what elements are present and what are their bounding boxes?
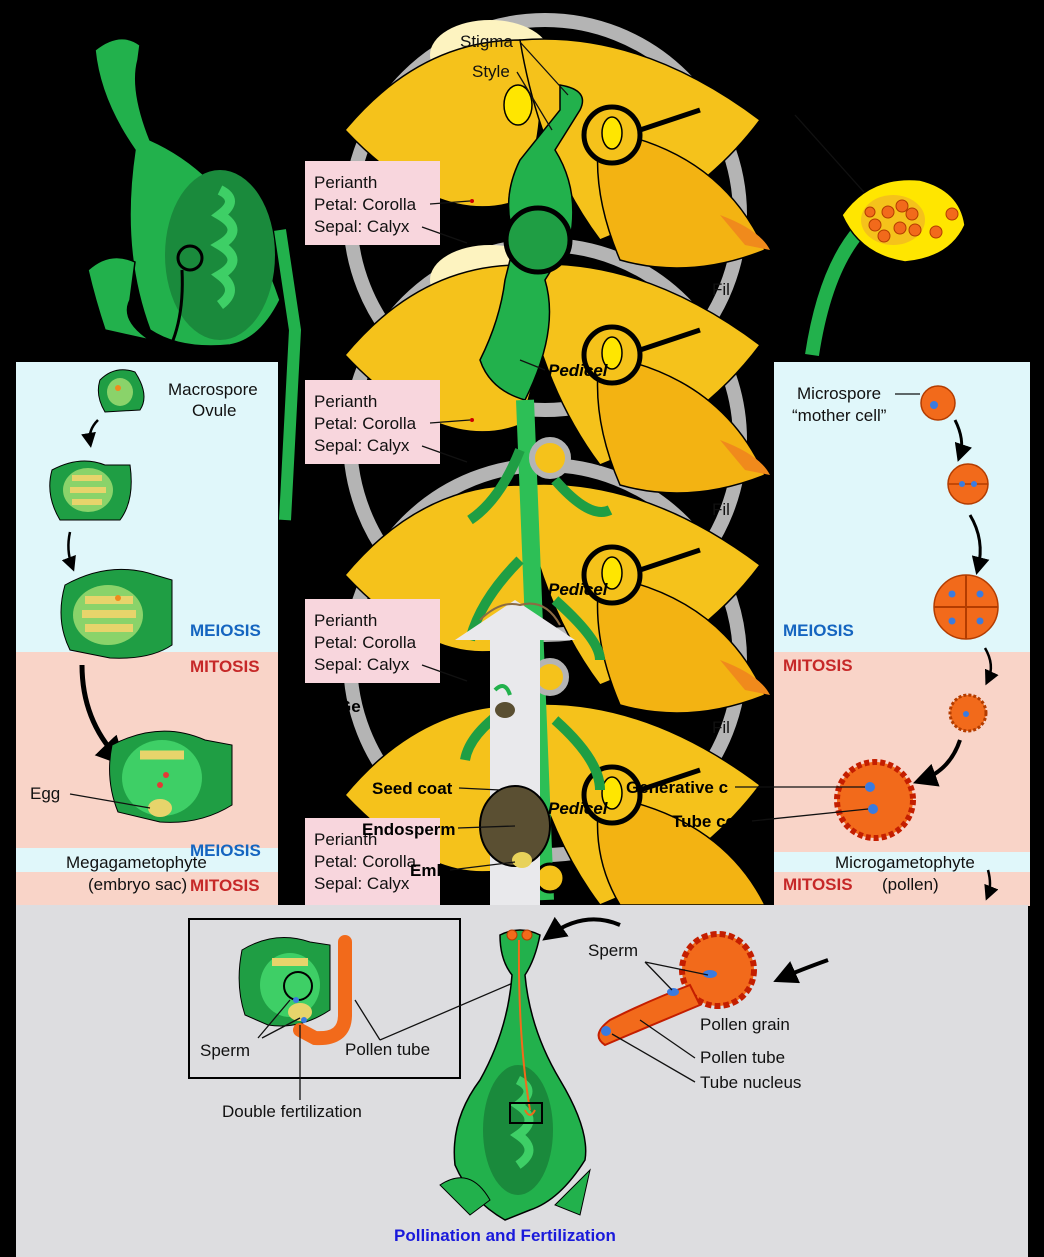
pollen-tube-label-right: Pollen tube bbox=[700, 1048, 785, 1067]
meiosis-label: MEIOSIS bbox=[190, 621, 261, 640]
pistil-illustration bbox=[87, 37, 302, 521]
embryo-sac-label: (embryo sac) bbox=[88, 875, 187, 894]
stamen-illustration bbox=[794, 114, 971, 357]
meiosis-label-repeat: MEIOSIS bbox=[190, 841, 261, 860]
meiosis-label: MEIOSIS bbox=[783, 621, 854, 640]
tube-nucleus-label: Tube nucleus bbox=[700, 1073, 801, 1092]
perianth-petal: Petal: Corolla bbox=[314, 195, 417, 214]
inset-box bbox=[188, 918, 461, 1079]
pedicel-label: Pedicel bbox=[548, 799, 609, 818]
perianth-box: Perianth Petal: Corolla Sepal: Calyx bbox=[305, 599, 468, 683]
mitosis-label-repeat: MITOSIS bbox=[783, 875, 853, 894]
germination-fragment-2: n sac bbox=[420, 697, 463, 716]
ovule-label: Ovule bbox=[192, 401, 236, 420]
perianth-box: Perianth Petal: Corolla Sepal: Calyx bbox=[305, 380, 474, 464]
perianth-title: Perianth bbox=[314, 611, 377, 630]
perianth-box: Perianth Petal: Corolla Sepal: Calyx bbox=[305, 818, 440, 908]
perianth-petal: Petal: Corolla bbox=[314, 414, 417, 433]
stigma-label: Stigma bbox=[460, 32, 513, 51]
microgametophyte-label: Microgametophyte bbox=[835, 853, 975, 872]
style-label: Style bbox=[472, 62, 510, 81]
egg-label: Egg bbox=[30, 784, 60, 803]
mitosis-label: MITOSIS bbox=[783, 656, 853, 675]
left-panel: Macrospore Ovule MEIOSIS MITOSIS Egg MEI… bbox=[16, 362, 278, 906]
mitosis-label: MITOSIS bbox=[190, 657, 260, 676]
perianth-petal: Petal: Corolla bbox=[314, 852, 417, 871]
seed-coat-label: Seed coat bbox=[372, 779, 453, 798]
perianth-sepal: Sepal: Calyx bbox=[314, 874, 410, 893]
perianth-title: Perianth bbox=[314, 830, 377, 849]
double-fertilization-label: Double fertilization bbox=[222, 1102, 362, 1121]
pedicel-label: Pedicel bbox=[548, 580, 609, 599]
germination-fragment: Ge bbox=[338, 697, 361, 716]
anther-icon bbox=[503, 84, 533, 126]
sperm-label-left: Sperm bbox=[200, 1041, 250, 1060]
bottom-panel: Sperm Pollen tube Double fertilization S… bbox=[16, 905, 1028, 1257]
perianth-title: Perianth bbox=[314, 392, 377, 411]
perianth-box: Perianth Petal: Corolla Sepal: Calyx bbox=[305, 161, 474, 245]
sperm-label-right: Sperm bbox=[588, 941, 638, 960]
pedicel-label: Pedicel bbox=[548, 361, 609, 380]
pollination-caption: Pollination and Fertilization bbox=[394, 1226, 616, 1245]
embryo-label: Emb bbox=[410, 861, 447, 880]
microspore-label: Microspore bbox=[797, 384, 881, 403]
mitosis-label-repeat: MITOSIS bbox=[190, 876, 260, 895]
megagametophyte-label: Megagametophyte bbox=[66, 853, 207, 872]
perianth-sepal: Sepal: Calyx bbox=[314, 436, 410, 455]
mother-cell-label: “mother cell” bbox=[792, 406, 887, 425]
pollen-grain-label: Pollen grain bbox=[700, 1015, 790, 1034]
microspore-cell-icon bbox=[920, 385, 956, 421]
perianth-sepal: Sepal: Calyx bbox=[314, 655, 410, 674]
generative-cell-label: Generative c bbox=[626, 778, 728, 797]
filament-fragment: Fil bbox=[712, 280, 730, 299]
perianth-title: Perianth bbox=[314, 173, 377, 192]
filament-fragment: Fil bbox=[712, 500, 730, 519]
leader-line bbox=[516, 41, 569, 131]
pollen-tube-label-left: Pollen tube bbox=[345, 1040, 430, 1059]
pollen-label: (pollen) bbox=[882, 875, 939, 894]
tube-cell-label: Tube cell bbox=[672, 812, 744, 831]
perianth-sepal: Sepal: Calyx bbox=[314, 217, 410, 236]
perianth-petal: Petal: Corolla bbox=[314, 633, 417, 652]
endosperm-label: Endosperm bbox=[362, 820, 456, 839]
macrospore-label: Macrospore bbox=[168, 380, 258, 399]
right-panel: Microspore “mother cell” MEIOSIS MITOSIS… bbox=[626, 362, 1030, 906]
filament-fragment: Fil bbox=[712, 718, 730, 737]
flower-stack: Fil Fil Fil bbox=[343, 13, 770, 906]
pollen-grain-icon bbox=[834, 759, 916, 841]
